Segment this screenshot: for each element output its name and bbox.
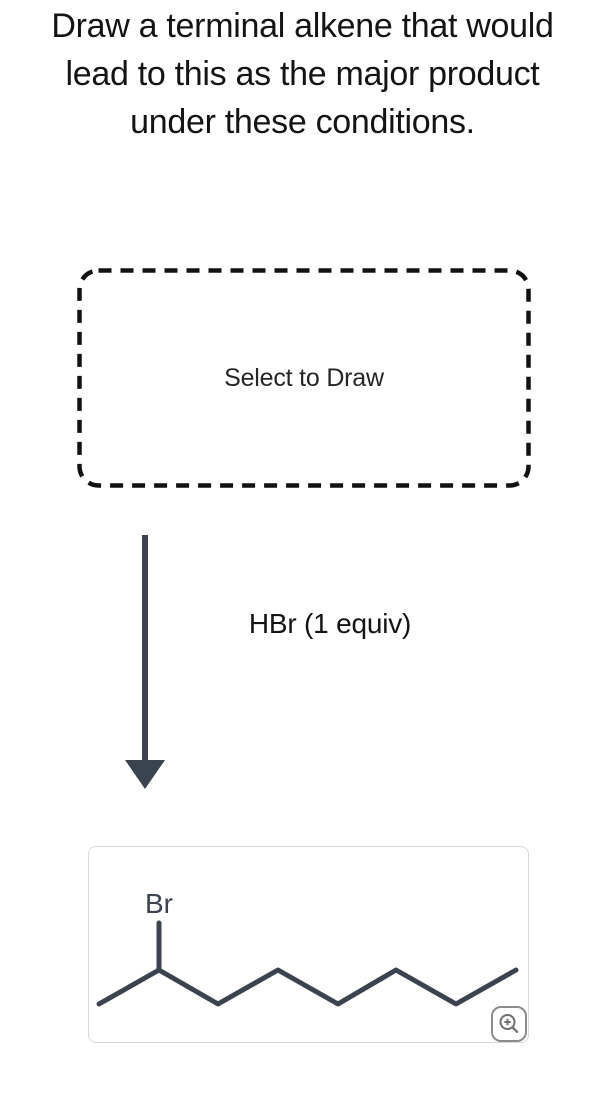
zoom-structure-button[interactable] bbox=[491, 1006, 527, 1042]
select-to-draw-box[interactable]: Select to Draw bbox=[77, 268, 531, 488]
question-title-line-2: lead to this as the major product bbox=[65, 55, 540, 93]
bromine-atom-label: Br bbox=[145, 888, 173, 919]
magnifier-plus-icon bbox=[499, 1014, 519, 1033]
question-title-line-1: Draw a terminal alkene that would bbox=[51, 7, 554, 45]
reagent-label: HBr (1 equiv) bbox=[248, 608, 412, 639]
question-title-line-3: under these conditions. bbox=[130, 103, 475, 141]
select-to-draw-label: Select to Draw bbox=[224, 363, 384, 392]
product-molecule: Br bbox=[96, 888, 519, 1007]
carbon-chain-bonds bbox=[96, 967, 519, 1007]
product-structure-box: Br bbox=[88, 846, 529, 1043]
down-arrow-icon bbox=[125, 535, 165, 789]
dashed-border bbox=[77, 268, 531, 488]
question-title: Draw a terminal alkene that would lead t… bbox=[0, 2, 605, 146]
